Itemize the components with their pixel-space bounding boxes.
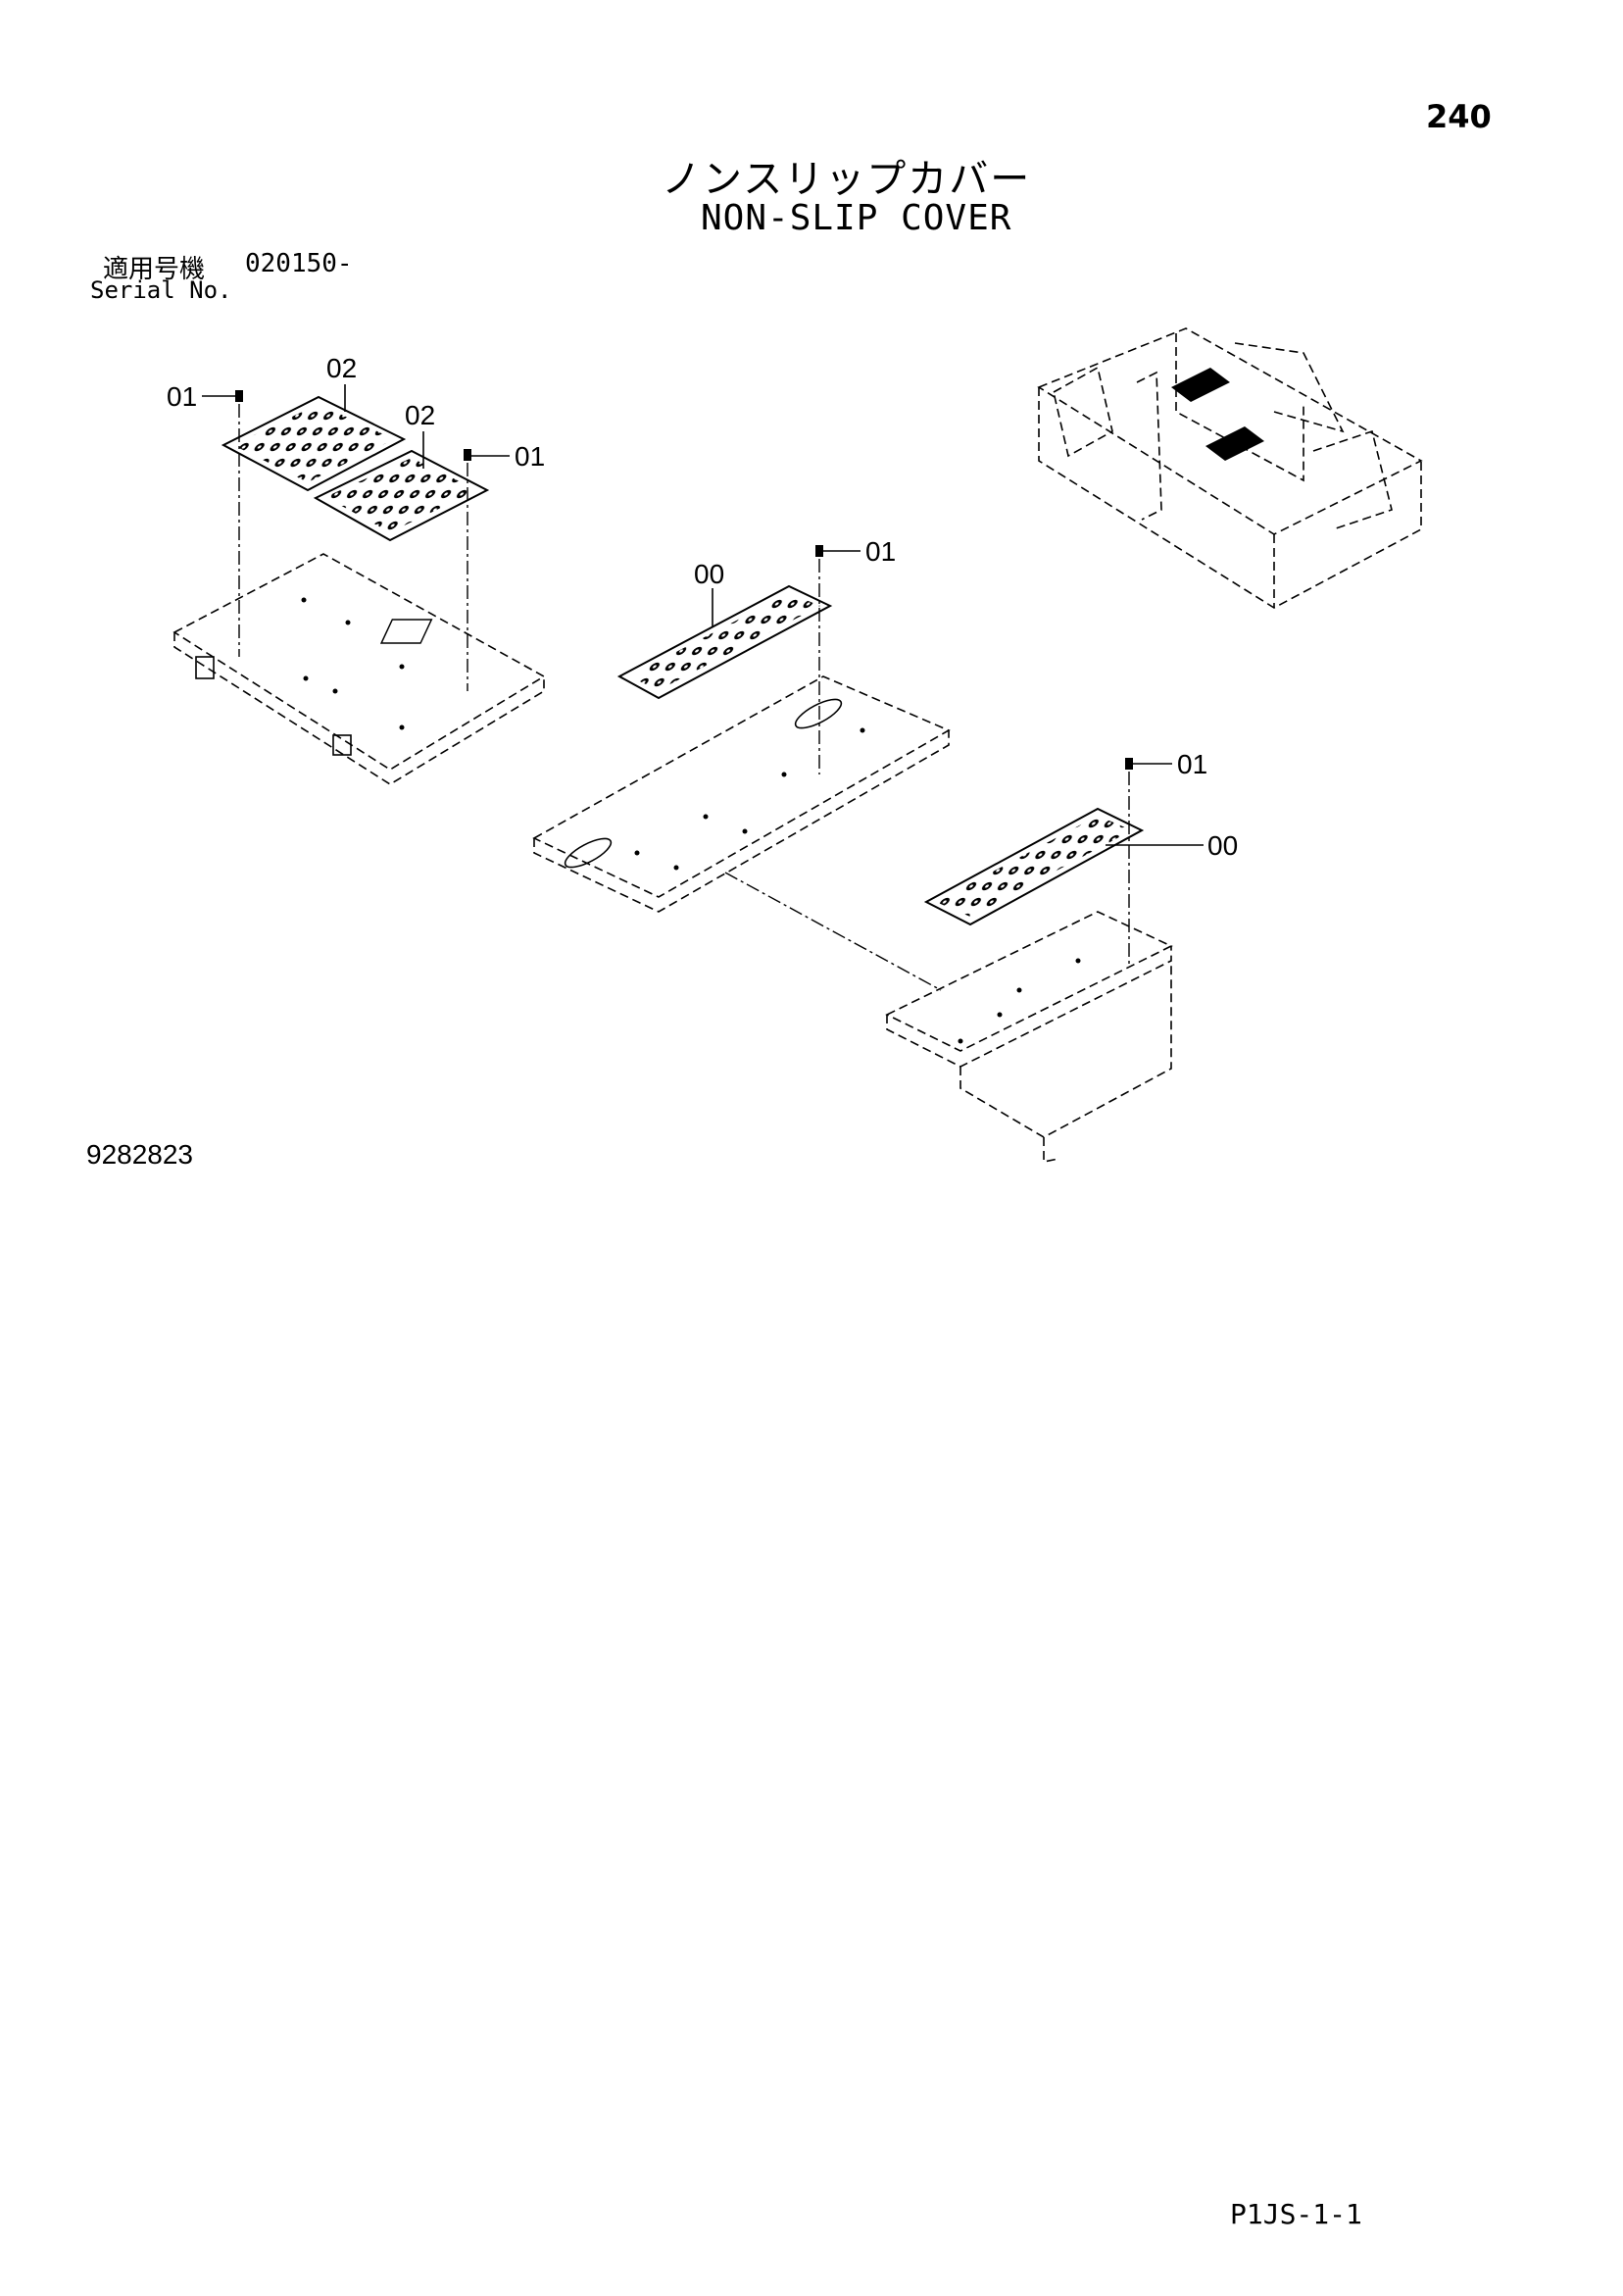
callout-label: 01 [1177, 749, 1207, 779]
screw-01-left [235, 390, 243, 657]
callout-01-left: 01 [167, 381, 235, 412]
callout-02-lower: 02 [405, 400, 435, 469]
callout-label: 01 [167, 381, 197, 412]
callout-label: 00 [694, 559, 724, 589]
callout-00-middle: 00 [694, 559, 724, 627]
callout-label: 01 [865, 536, 896, 567]
page-number: 240 [1426, 98, 1492, 135]
serial-value: 020150- [245, 249, 353, 278]
callout-label: 02 [326, 353, 357, 383]
serial-label-english: Serial No. [90, 276, 232, 304]
non-slip-mat-02-upper [221, 395, 407, 492]
middle-floor-plate [532, 675, 951, 913]
non-slip-mat-00-middle [616, 584, 833, 700]
serial-label-japanese: 適用号機 [103, 255, 206, 284]
non-slip-mat-00-right [923, 807, 1145, 926]
figure-number: 9282823 [86, 1139, 194, 1170]
callout-00-right: 00 [1106, 830, 1238, 861]
callout-label: 00 [1207, 830, 1238, 861]
callout-01-right-step: 01 [1133, 749, 1207, 779]
callout-01-right: 01 [471, 441, 545, 472]
callout-label: 02 [405, 400, 435, 430]
footer-code: P1JS-1-1 [1230, 2198, 1362, 2230]
page-title-japanese: ノンスリップカバー [662, 157, 1032, 202]
machine-reference-view [1037, 327, 1423, 609]
page-title-english: NON-SLIP COVER [701, 198, 1012, 238]
left-floor-plate [172, 553, 546, 785]
non-slip-mat-02-lower [313, 449, 490, 542]
right-step-plate [885, 911, 1173, 1163]
screw-01-right-step [1125, 758, 1133, 966]
screw-01-right [464, 449, 471, 691]
callout-label: 01 [515, 441, 545, 472]
callout-02-upper: 02 [326, 353, 357, 412]
screw-01-middle [815, 545, 823, 774]
link-line [724, 872, 942, 991]
callout-01-middle: 01 [823, 536, 896, 567]
